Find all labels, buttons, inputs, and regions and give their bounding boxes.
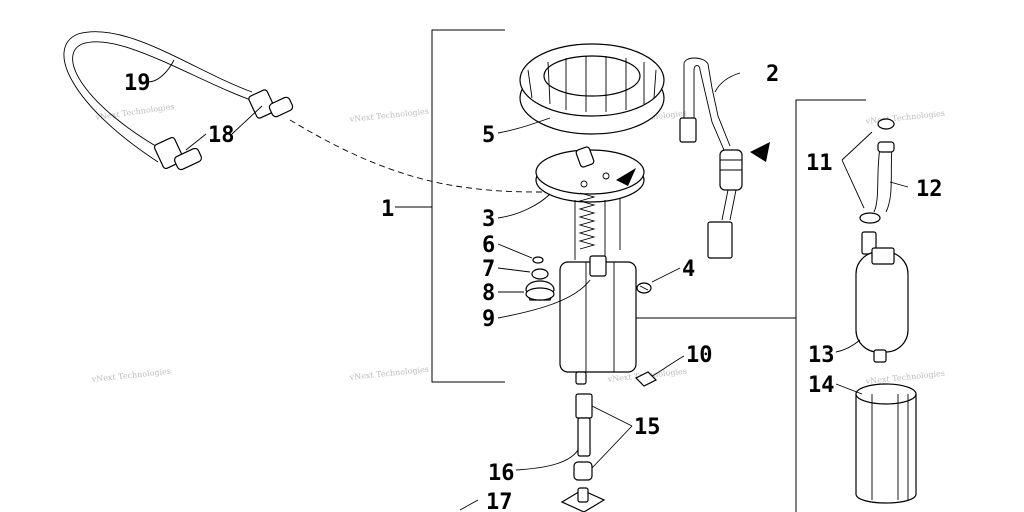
assembly-bracket-main	[395, 29, 505, 383]
callout-19: 19	[124, 71, 151, 96]
callout-7: 7	[482, 257, 495, 282]
callout-3: 3	[482, 207, 495, 232]
lock-ring-part	[519, 43, 665, 135]
watermark: vNext Technologies	[348, 365, 429, 382]
watermark: vNext Technologies	[864, 109, 945, 126]
arrow-icon	[750, 142, 770, 162]
callout-6: 6	[482, 233, 495, 258]
hose-fitting-part	[153, 89, 294, 171]
callout-10: 10	[686, 343, 713, 368]
callout-14: 14	[808, 373, 835, 398]
watermark: vNext Technologies	[864, 369, 945, 386]
callout-5: 5	[482, 123, 495, 148]
clip-part	[634, 371, 658, 387]
callout-8: 8	[482, 281, 495, 306]
small-parts	[525, 256, 555, 301]
watermark: vNext Technologies	[90, 367, 171, 384]
callout-9: 9	[482, 307, 495, 332]
assembly-bracket-pump	[636, 99, 866, 512]
leader-lines	[147, 59, 909, 511]
watermark: vNext Technologies	[94, 102, 175, 122]
fuel-pickup-parts	[560, 393, 606, 512]
fuel-hose-part	[63, 31, 546, 193]
fuel-sender-module-part	[535, 146, 645, 385]
callout-13: 13	[808, 343, 835, 368]
callout-15: 15	[634, 415, 661, 440]
callout-1: 1	[381, 197, 394, 222]
screw-part	[636, 282, 652, 294]
callout-4: 4	[682, 257, 695, 282]
arrow-icon	[616, 168, 636, 186]
callout-11: 11	[806, 151, 833, 176]
callout-16: 16	[488, 461, 515, 486]
watermark: vNext Technologies	[348, 107, 429, 124]
callout-2: 2	[766, 62, 779, 87]
callout-18: 18	[208, 123, 235, 148]
fuel-pump-assembly-part	[855, 118, 917, 504]
direction-arrows	[616, 142, 770, 186]
wire-harness-part	[679, 57, 743, 259]
callout-12: 12	[916, 177, 943, 202]
callouts: 1 2 3 4 5 6 7 8 9 10 11 12 13 14 15 16 1…	[124, 62, 943, 512]
callout-17: 17	[486, 490, 513, 512]
